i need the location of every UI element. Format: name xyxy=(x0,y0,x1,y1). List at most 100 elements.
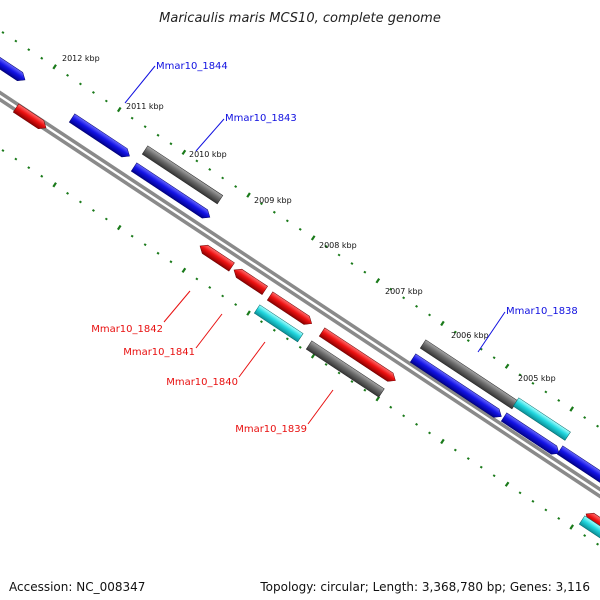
minor-tick xyxy=(596,424,600,428)
minor-tick xyxy=(479,465,483,469)
gene-label-mmar10-1844[interactable]: Mmar10_1844 xyxy=(156,61,228,72)
minor-tick xyxy=(285,219,289,223)
minor-tick xyxy=(27,48,31,52)
major-tick xyxy=(181,267,187,274)
scale-label: 2007 kbp xyxy=(385,287,423,296)
minor-tick xyxy=(415,422,419,426)
gene-arrow-mmar10-1840[interactable] xyxy=(253,304,304,343)
minor-tick xyxy=(363,270,367,274)
gene-label-mmar10-1838[interactable]: Mmar10_1838 xyxy=(506,306,578,317)
map-title: Maricaulis maris MCS10, complete genome xyxy=(159,11,441,26)
gene-arrow-mmar10-1843[interactable] xyxy=(130,162,212,222)
gene-arrow-red[interactable] xyxy=(266,291,314,328)
minor-tick xyxy=(272,210,276,214)
minor-tick xyxy=(324,362,328,366)
topology-text: Topology: circular; Length: 3,368,780 bp… xyxy=(260,580,590,594)
gene-arrow-mmar10-1844[interactable] xyxy=(68,113,132,160)
scale-label: 2008 kbp xyxy=(319,241,357,250)
gene-arrow-cyan[interactable] xyxy=(578,515,600,542)
minor-tick xyxy=(531,381,535,385)
minor-tick xyxy=(479,347,483,351)
gene-arrow-blue[interactable] xyxy=(556,445,600,488)
minor-tick xyxy=(492,356,496,360)
major-tick xyxy=(181,149,187,156)
minor-tick xyxy=(14,39,18,43)
minor-tick xyxy=(272,328,276,332)
minor-tick xyxy=(596,542,600,546)
minor-tick xyxy=(428,313,432,317)
minor-tick xyxy=(91,209,95,212)
minor-tick xyxy=(337,253,341,257)
minor-tick xyxy=(583,534,587,537)
minor-tick xyxy=(104,217,108,221)
gene-arrow-red[interactable] xyxy=(318,327,398,385)
minor-tick xyxy=(234,185,238,188)
minor-tick xyxy=(324,244,328,248)
minor-tick xyxy=(78,200,82,204)
scale-label: 2005 kbp xyxy=(518,374,556,383)
minor-tick xyxy=(350,380,354,383)
gene-arrow-mmar10-1839[interactable] xyxy=(305,340,385,398)
gene-arrow-mmar10-1841[interactable] xyxy=(231,266,268,295)
gene-label-mmar10-1839[interactable]: Mmar10_1839 xyxy=(235,424,307,435)
minor-tick xyxy=(234,303,238,306)
minor-tick xyxy=(557,399,561,402)
scale-label: 2010 kbp xyxy=(189,150,227,159)
minor-tick xyxy=(453,330,457,334)
minor-tick xyxy=(221,176,225,180)
gene-arrow-blue[interactable] xyxy=(0,55,28,84)
scale-label: 2009 kbp xyxy=(254,196,292,205)
scale-label: 2011 kbp xyxy=(126,102,164,111)
minor-tick xyxy=(453,448,457,452)
gene-arrow-cyan[interactable] xyxy=(512,397,571,441)
minor-tick xyxy=(557,517,561,520)
gene-label-mmar10-1842[interactable]: Mmar10_1842 xyxy=(91,324,163,335)
minor-tick xyxy=(583,416,587,419)
gene-arrow-gray[interactable] xyxy=(141,145,224,205)
major-tick xyxy=(116,224,122,231)
minor-tick xyxy=(130,116,134,120)
gene-arrow-mmar10-1838[interactable] xyxy=(419,339,518,410)
minor-tick xyxy=(143,125,147,129)
minor-tick xyxy=(195,277,199,281)
minor-tick xyxy=(492,474,496,478)
major-tick xyxy=(246,310,251,316)
minor-tick xyxy=(208,286,212,289)
gene-label-mmar10-1843[interactable]: Mmar10_1843 xyxy=(225,113,297,124)
gene-label-mmar10-1841[interactable]: Mmar10_1841 xyxy=(123,347,195,358)
minor-tick xyxy=(156,133,160,137)
gene-arrow-red[interactable] xyxy=(12,103,49,132)
major-tick xyxy=(52,182,57,188)
minor-tick xyxy=(78,82,82,86)
minor-tick xyxy=(66,73,70,77)
scale-label: 2006 kbp xyxy=(451,331,489,340)
major-tick xyxy=(440,438,445,445)
major-tick xyxy=(504,481,510,487)
minor-tick xyxy=(169,142,173,146)
scale-labels: 2012 kbp 2011 kbp 2010 kbp 2009 kbp 2008… xyxy=(62,54,556,383)
scale-ticks xyxy=(1,31,600,546)
gene-arrow-blue[interactable] xyxy=(409,353,504,421)
minor-tick xyxy=(298,227,302,231)
minor-tick xyxy=(66,191,70,195)
minor-tick xyxy=(285,337,289,341)
minor-tick xyxy=(298,345,302,349)
minor-tick xyxy=(27,166,31,170)
minor-tick xyxy=(143,243,147,247)
minor-tick xyxy=(259,320,263,324)
minor-tick xyxy=(40,174,44,178)
minor-tick xyxy=(40,56,44,60)
minor-tick xyxy=(389,287,393,291)
minor-tick xyxy=(1,31,5,34)
gene-label-mmar10-1840[interactable]: Mmar10_1840 xyxy=(166,377,238,388)
major-tick xyxy=(504,363,510,369)
minor-tick xyxy=(156,251,160,255)
accession-text: Accession: NC_008347 xyxy=(9,580,146,594)
minor-tick xyxy=(169,260,173,264)
minor-tick xyxy=(1,149,5,152)
label-leaders xyxy=(124,65,506,425)
gene-arrow-blue[interactable] xyxy=(500,412,562,458)
gene-features xyxy=(0,55,600,542)
gene-arrow-mmar10-1842[interactable] xyxy=(197,242,235,272)
